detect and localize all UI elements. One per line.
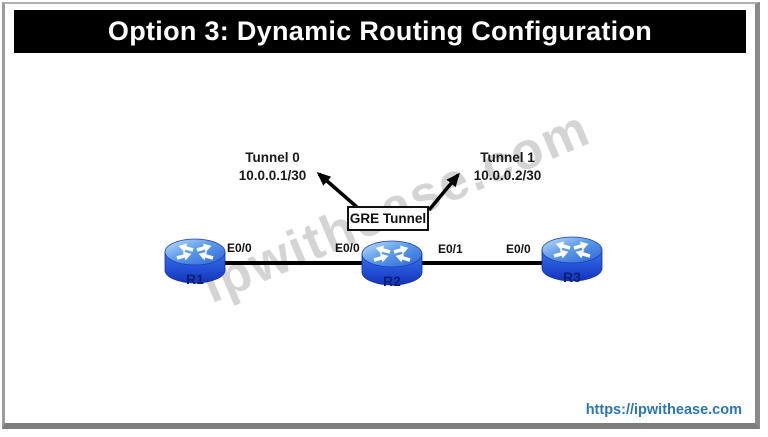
footer-website-link[interactable]: https://ipwithease.com	[585, 402, 742, 418]
router-label: R1	[186, 271, 204, 287]
interface-label-r2-e00: E0/0	[335, 241, 360, 255]
gre-tunnel-box: GRE Tunnel	[347, 206, 429, 231]
tunnel0-arrow	[316, 172, 360, 210]
interface-label-r1-e00: E0/0	[227, 241, 252, 255]
tunnel1-ip: 10.0.0.2/30	[473, 168, 542, 183]
router-icon: R2	[361, 240, 423, 289]
interface-label-r2-e01: E0/1	[438, 242, 463, 256]
gre-tunnel-label: GRE Tunnel	[349, 211, 427, 226]
page-title: Option 3: Dynamic Routing Configuration	[107, 16, 653, 46]
tunnel0-label: Tunnel 0 10.0.0.1/30	[205, 149, 340, 185]
tunnel0-name: Tunnel 0	[245, 150, 300, 165]
router-r3: R3	[540, 235, 604, 287]
diagram-title-bar: Option 3: Dynamic Routing Configuration	[14, 10, 746, 53]
router-icon: R1	[164, 238, 226, 287]
tunnel1-label: Tunnel 1 10.0.0.2/30	[440, 149, 575, 185]
tunnel1-name: Tunnel 1	[480, 150, 535, 165]
router-r2: R2	[360, 239, 424, 291]
tunnel1-arrow	[427, 172, 460, 212]
router-label: R3	[563, 269, 581, 285]
router-icon: R3	[541, 236, 603, 285]
router-r1: R1	[163, 237, 227, 289]
tunnel0-ip: 10.0.0.1/30	[238, 168, 307, 183]
router-label: R2	[383, 273, 401, 289]
interface-label-r3-e00: E0/0	[506, 242, 531, 256]
